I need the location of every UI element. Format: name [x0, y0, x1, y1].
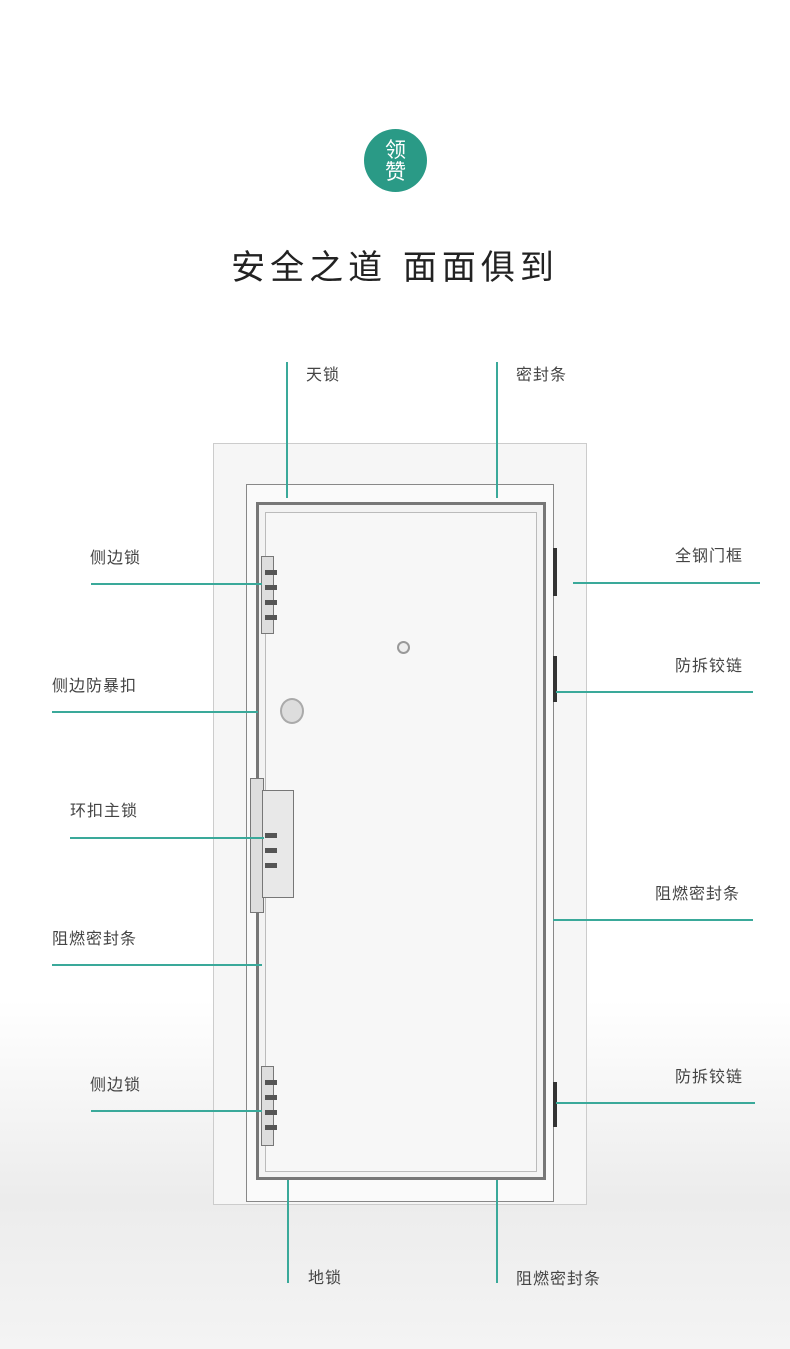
hinge — [553, 548, 557, 596]
peephole — [397, 641, 410, 654]
logo-char-1: 领 — [385, 137, 406, 162]
side-lock-lower-body — [261, 1066, 274, 1146]
bolt — [265, 848, 277, 853]
label-top-seal: 密封条 — [516, 365, 568, 384]
bolt — [265, 615, 277, 620]
bolt — [265, 1110, 277, 1115]
bolt — [265, 863, 277, 868]
label-side-lock-upper: 侧边锁 — [90, 548, 142, 567]
bolt — [265, 600, 277, 605]
door-panel — [265, 512, 537, 1172]
bolt — [265, 1125, 277, 1130]
leader-line — [556, 691, 753, 693]
leader-line — [91, 1110, 262, 1112]
bolt — [265, 1080, 277, 1085]
label-fire-seal-bottom: 阻燃密封条 — [516, 1269, 602, 1288]
leader-line — [70, 837, 264, 839]
label-fire-seal-right: 阻燃密封条 — [655, 884, 741, 903]
label-hinge-lower: 防拆铰链 — [675, 1067, 744, 1086]
bolt — [265, 833, 277, 838]
side-lock-upper-body — [261, 556, 274, 634]
leader-line — [556, 1102, 755, 1104]
leader-line — [496, 1180, 498, 1283]
label-top-lock: 天锁 — [306, 365, 341, 384]
label-floor-lock: 地锁 — [308, 1268, 343, 1287]
leader-line — [553, 919, 753, 921]
leader-line — [52, 711, 258, 713]
label-steel-frame: 全钢门框 — [675, 546, 744, 565]
bolt — [265, 570, 277, 575]
logo-char-2: 赞 — [385, 159, 406, 184]
hinge — [553, 656, 557, 702]
label-fire-seal-left: 阻燃密封条 — [52, 929, 138, 948]
label-hinge-upper: 防拆铰链 — [675, 656, 744, 675]
leader-line — [286, 362, 288, 498]
leader-line — [573, 582, 760, 584]
main-lock-plate — [262, 790, 294, 898]
leader-line — [52, 964, 262, 966]
label-side-anti-riot: 侧边防暴扣 — [52, 676, 138, 695]
brand-logo: 领 赞 — [364, 129, 427, 192]
hinge — [553, 1082, 557, 1127]
leader-line — [91, 583, 262, 585]
door-handle — [280, 698, 304, 724]
label-side-lock-lower: 侧边锁 — [90, 1075, 142, 1094]
leader-line — [287, 1180, 289, 1283]
label-main-lock: 环扣主锁 — [70, 801, 139, 820]
bolt — [265, 585, 277, 590]
leader-line — [496, 362, 498, 498]
page-title: 安全之道 面面俱到 — [231, 248, 559, 288]
bolt — [265, 1095, 277, 1100]
